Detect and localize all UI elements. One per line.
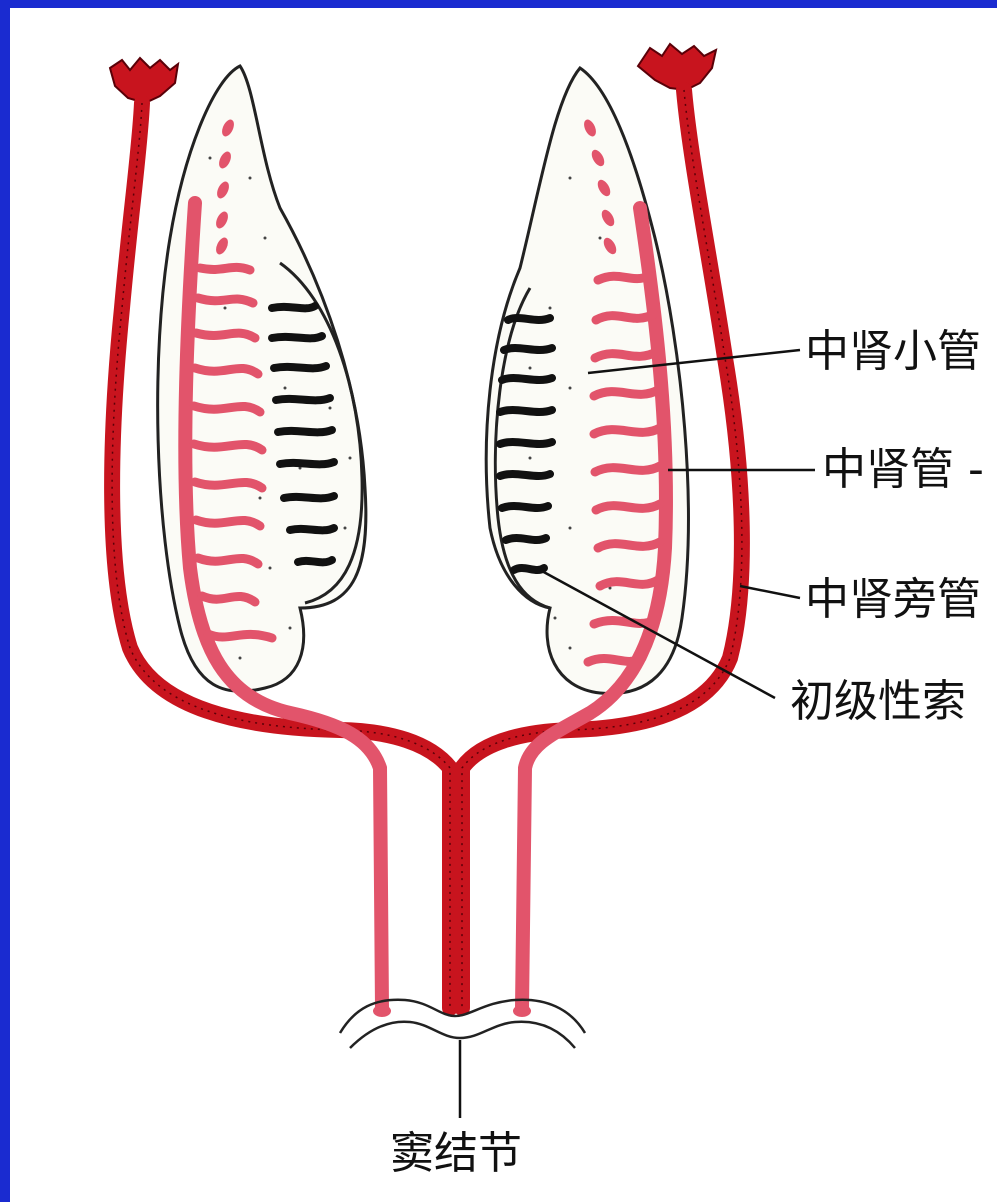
diagram-panel: 中肾小管 中肾管 - 中肾旁管 初级性索 窦结节: [10, 8, 997, 1202]
label-primary-sex-cords: 初级性索: [790, 676, 966, 727]
label-paramesonephric-duct: 中肾旁管: [805, 574, 981, 625]
urogenital-diagram: 中肾小管 中肾管 - 中肾旁管 初级性索 窦结节: [10, 8, 997, 1202]
leader-paramesonephric-duct: [740, 586, 800, 598]
label-mesonephric-duct: 中肾管 -: [822, 444, 984, 495]
label-mesonephric-tubule: 中肾小管: [805, 326, 981, 377]
label-sinus-tubercle: 窦结节: [390, 1128, 522, 1179]
